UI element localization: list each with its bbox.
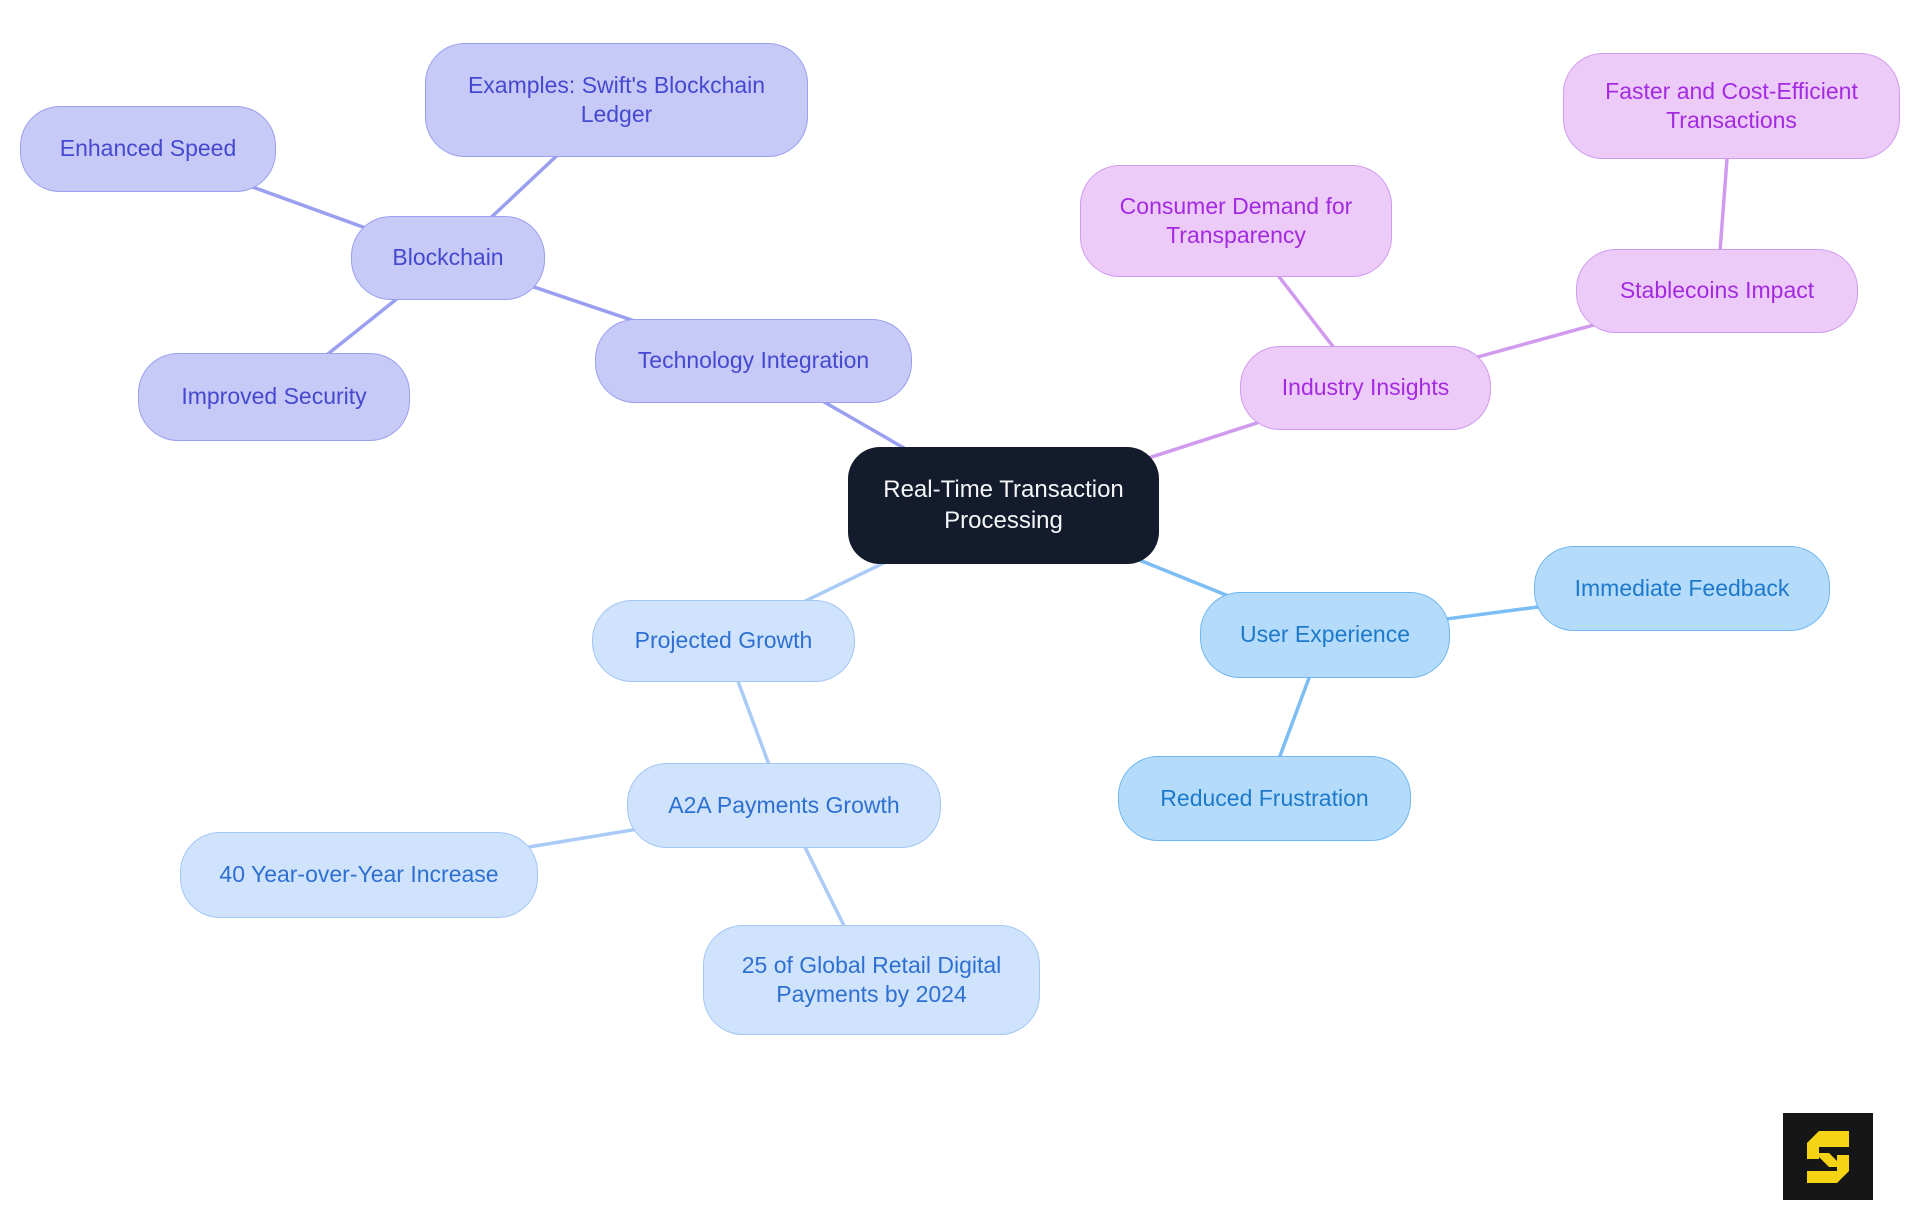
node-label: Real-Time Transaction Processing: [883, 475, 1124, 534]
node-enhanced-speed[interactable]: Enhanced Speed: [20, 106, 276, 192]
node-40-year-over-year-increase[interactable]: 40 Year-over-Year Increase: [180, 832, 538, 918]
node-25-of-global-retail-digital-payments-by-2024[interactable]: 25 of Global Retail Digital Payments by …: [703, 925, 1040, 1035]
node-label: Stablecoins Impact: [1619, 277, 1815, 304]
node-consumer-demand-for-transparency[interactable]: Consumer Demand for Transparency: [1080, 165, 1392, 277]
node-label: Immediate Feedback: [1574, 574, 1790, 601]
node-label: Improved Security: [181, 383, 367, 410]
node-label: Enhanced Speed: [59, 135, 237, 162]
node-label: Blockchain: [392, 244, 504, 271]
node-projected-growth[interactable]: Projected Growth: [592, 600, 855, 682]
node-label: 25 of Global Retail Digital Payments by …: [741, 951, 1002, 1007]
node-label: Reduced Frustration: [1160, 784, 1369, 811]
node-blockchain[interactable]: Blockchain: [351, 216, 545, 300]
node-central-real-time-transaction-processing[interactable]: Real-Time Transaction Processing: [848, 447, 1159, 564]
node-user-experience[interactable]: User Experience: [1200, 592, 1450, 678]
node-improved-security[interactable]: Improved Security: [138, 353, 410, 441]
node-label: User Experience: [1239, 621, 1411, 648]
node-label: A2A Payments Growth: [668, 791, 900, 818]
node-a2a-payments-growth[interactable]: A2A Payments Growth: [627, 763, 941, 848]
s-logo-icon: [1807, 1131, 1849, 1183]
node-label: Industry Insights: [1281, 374, 1450, 401]
node-label: Examples: Swift's Blockchain Ledger: [467, 71, 766, 127]
node-label: Technology Integration: [637, 347, 870, 374]
node-label: Faster and Cost-Efficient Transactions: [1605, 77, 1858, 133]
node-examples-swift-blockchain-ledger[interactable]: Examples: Swift's Blockchain Ledger: [425, 43, 808, 157]
node-label: Projected Growth: [634, 627, 813, 654]
brand-logo: [1783, 1113, 1873, 1200]
node-reduced-frustration[interactable]: Reduced Frustration: [1118, 756, 1411, 841]
node-label: 40 Year-over-Year Increase: [219, 861, 499, 888]
node-immediate-feedback[interactable]: Immediate Feedback: [1534, 546, 1830, 631]
node-stablecoins-impact[interactable]: Stablecoins Impact: [1576, 249, 1858, 333]
node-technology-integration[interactable]: Technology Integration: [595, 319, 912, 403]
node-faster-and-cost-efficient-transactions[interactable]: Faster and Cost-Efficient Transactions: [1563, 53, 1900, 159]
node-label: Consumer Demand for Transparency: [1119, 192, 1353, 248]
node-industry-insights[interactable]: Industry Insights: [1240, 346, 1491, 430]
